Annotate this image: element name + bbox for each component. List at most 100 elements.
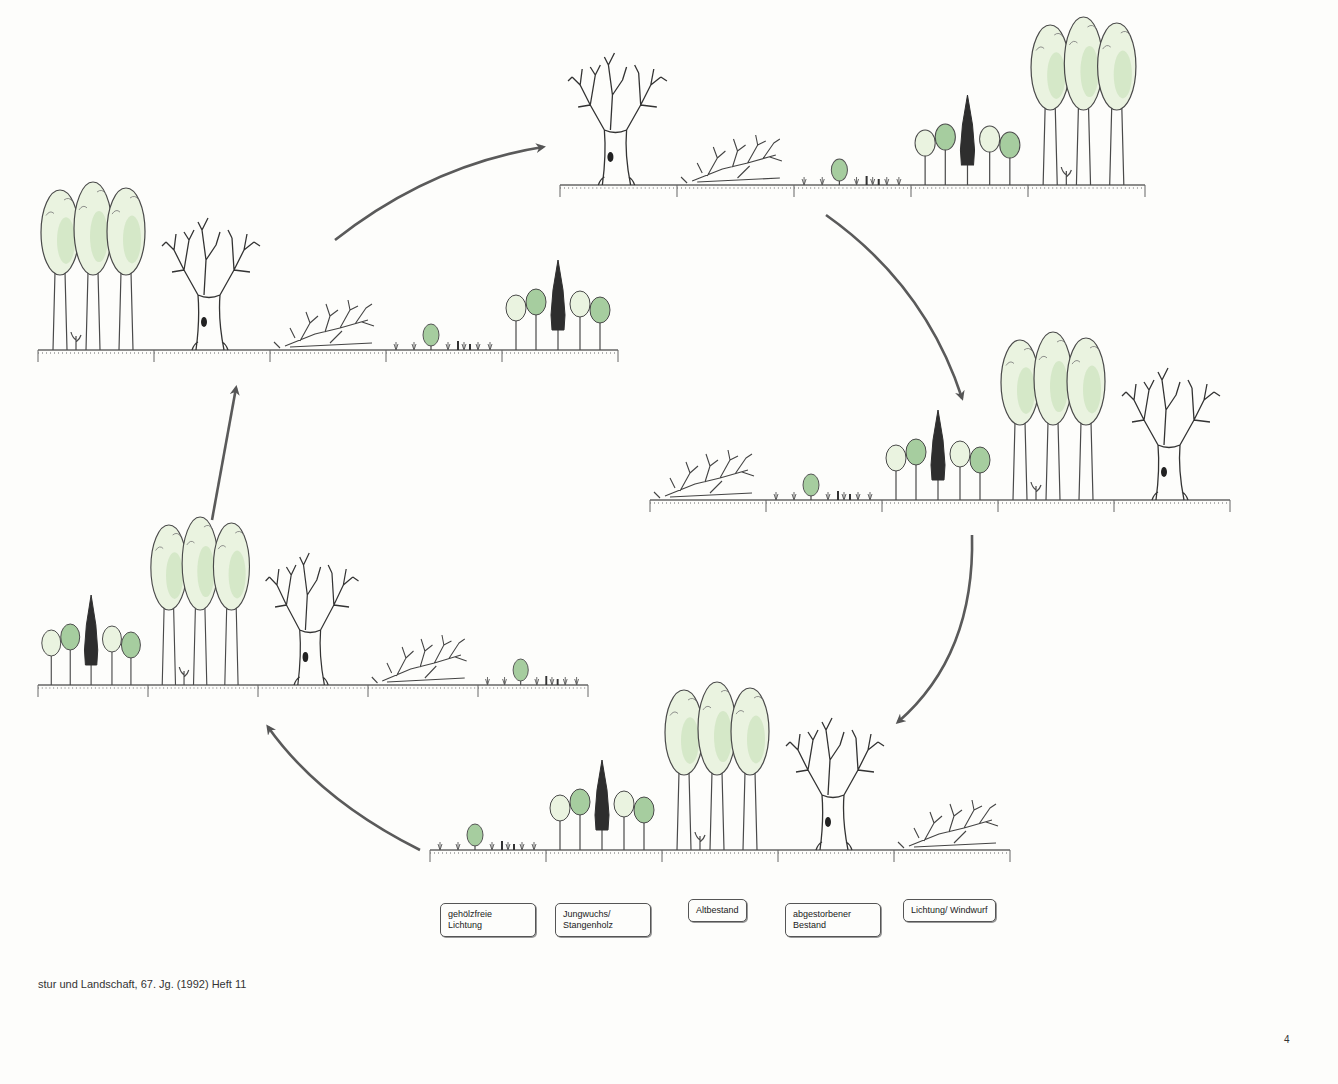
segment-old [41, 182, 145, 350]
segment-tick [882, 500, 883, 512]
grass-tuft [575, 677, 579, 685]
segment-tick [546, 850, 547, 862]
tree-crown [151, 525, 187, 610]
young-trunk [925, 153, 926, 185]
segment-dead [568, 53, 667, 185]
crown-shading [123, 216, 141, 264]
segment-tick [894, 850, 895, 862]
grass-tuft [855, 177, 859, 185]
segment-dead [786, 718, 884, 850]
dead-tree [568, 53, 667, 185]
young-crown [590, 297, 610, 323]
crown-detail [79, 190, 106, 210]
segment-tick [998, 500, 999, 512]
segment-tick [650, 500, 651, 512]
segment-tick [38, 350, 39, 362]
grass-tuft [503, 677, 507, 685]
young-crown [935, 124, 955, 150]
segment-wind [898, 800, 998, 848]
grass-tuft [802, 177, 806, 185]
sapling [1061, 167, 1071, 185]
young-trunk [579, 812, 580, 850]
grass-tuft [871, 177, 875, 185]
grass-tuft [412, 342, 416, 350]
cycle-arrow [826, 215, 962, 398]
segment-tick [258, 685, 259, 697]
tree-trunk [162, 607, 175, 685]
cycle-arrow [268, 727, 420, 850]
forest-strip [430, 682, 1010, 862]
grass-tuft [792, 492, 796, 500]
segment-tick [559, 185, 560, 197]
conifer [551, 260, 565, 330]
segment-tick [910, 185, 911, 197]
young-crown [42, 630, 61, 656]
crown-detail [156, 533, 182, 550]
ground-line [430, 849, 1010, 850]
tree-crown [1031, 25, 1069, 110]
stage-label: Jungwuchs/ Stangenholz [563, 909, 643, 931]
crown-shading [57, 217, 75, 264]
tree-crown [1067, 338, 1105, 425]
tree-trunk [1079, 422, 1093, 500]
segment-tick [1144, 185, 1145, 197]
segment-dead [1122, 368, 1220, 500]
grass-tuft [456, 842, 460, 850]
segment-young [550, 760, 654, 850]
young-trunk [515, 318, 516, 350]
young-trunk [895, 468, 896, 500]
seedling [867, 176, 879, 185]
dead-tree [786, 718, 884, 850]
segment-wind [274, 300, 374, 348]
tree-crown [41, 190, 79, 275]
grass-tuft [490, 842, 494, 850]
grass-tuft [897, 177, 901, 185]
young-trunk [579, 314, 580, 350]
segment-tick [368, 685, 369, 697]
young-trunk [643, 820, 644, 850]
crown-detail [703, 690, 730, 710]
stage-label: abgestorbener Bestand [793, 909, 873, 931]
grass-tuft [563, 677, 567, 685]
segment-wind [654, 450, 754, 498]
segment-old [151, 517, 250, 685]
young-trunk [623, 814, 624, 850]
grass-tuft [462, 342, 466, 350]
young-crown [906, 439, 926, 465]
sapling [1031, 482, 1041, 500]
stage-box: Altbestand [688, 899, 747, 922]
cycle-arrow [212, 388, 236, 520]
seedling [546, 676, 557, 685]
young-trunk [130, 655, 131, 685]
tree-trunk [1076, 107, 1090, 185]
segment-tick [662, 850, 663, 862]
source-caption: stur und Landschaft, 67. Jg. (1992) Heft… [38, 978, 246, 990]
sapling [695, 832, 705, 850]
crown-shading [197, 546, 214, 597]
tree-trunk [743, 772, 757, 850]
young-trunk [959, 464, 960, 500]
tree-hollow [303, 652, 309, 662]
cycle-arrow [335, 147, 543, 240]
young-trunk [989, 149, 990, 185]
grass-tuft [856, 492, 860, 500]
crown-shading [1017, 367, 1035, 414]
crown-detail [1103, 31, 1130, 49]
stage-label: Lichtung/ Windwurf [911, 905, 988, 916]
crown-detail [1036, 33, 1063, 50]
tree-crown [1034, 332, 1072, 425]
young-crown [506, 295, 526, 321]
grass-tuft [885, 177, 889, 185]
segment-tick [270, 350, 271, 362]
forest-strip [38, 182, 618, 362]
young-crown [634, 797, 654, 823]
segment-young [915, 95, 1020, 185]
segment-tick [588, 685, 589, 697]
stage-box: Lichtung/ Windwurf [903, 899, 996, 922]
shrub [423, 324, 439, 346]
young-crown [121, 632, 140, 658]
segment-old [1001, 332, 1105, 500]
segment-clear [394, 324, 492, 350]
grass-tuft [532, 842, 536, 850]
